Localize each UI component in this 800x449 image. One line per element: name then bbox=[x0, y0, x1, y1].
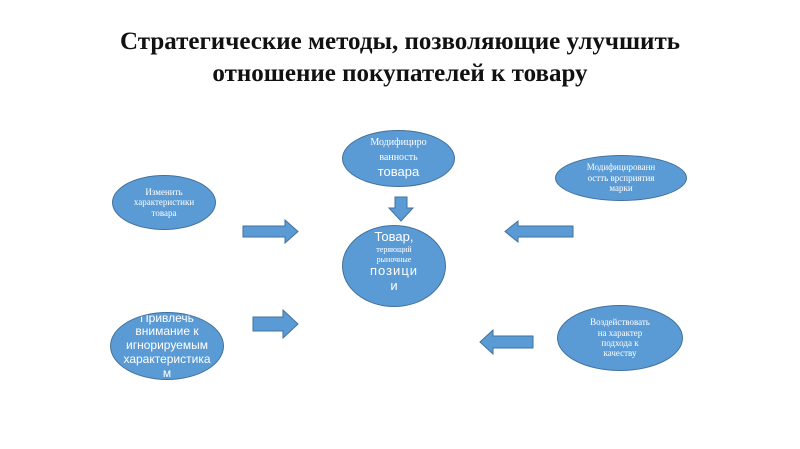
node-text: и bbox=[390, 277, 398, 293]
node-text: товара bbox=[377, 164, 420, 180]
node-text: подхода к bbox=[601, 338, 639, 348]
node-text: характеристики bbox=[133, 197, 195, 208]
node-text: товара bbox=[151, 207, 177, 218]
node-attract-attention: Привлечь внимание к игнорируемым характе… bbox=[110, 312, 224, 380]
node-text: марки bbox=[609, 183, 633, 194]
node-text: ванность bbox=[379, 151, 418, 163]
arrow-right-icon bbox=[252, 308, 299, 340]
node-text: внимание к bbox=[135, 324, 199, 339]
node-modify-brand-perception: Модифицированн остть врсприятия марки bbox=[555, 155, 687, 201]
node-quality-approach: Воздействовать на характер подхода к кач… bbox=[557, 305, 683, 371]
node-text: игнорируемым bbox=[126, 338, 208, 353]
node-text: рыночные bbox=[376, 254, 412, 264]
title-line-2: отношение покупателей к товару bbox=[212, 60, 588, 87]
node-text: на характер bbox=[597, 327, 643, 338]
node-text: Привлечь bbox=[140, 312, 194, 325]
node-text: Модифициро bbox=[370, 137, 427, 149]
node-text: Воздействовать bbox=[590, 317, 650, 328]
node-text: характеристика bbox=[123, 351, 211, 366]
node-text: позици bbox=[369, 262, 419, 278]
node-text: остть врсприятия bbox=[587, 172, 655, 183]
node-text: качеству bbox=[603, 348, 637, 359]
node-text: Товар, bbox=[374, 229, 414, 245]
arrow-left-icon bbox=[504, 219, 574, 244]
node-modify-product: Модифициро ванность товара bbox=[342, 130, 455, 187]
title-line-1: Стратегические методы, позволяющие улучш… bbox=[120, 28, 680, 55]
node-text: Модифицированн bbox=[586, 162, 656, 173]
arrow-left-icon bbox=[479, 328, 534, 356]
arrow-right-icon bbox=[242, 218, 299, 245]
node-change-characteristics: Изменить характеристики товара bbox=[112, 175, 216, 230]
arrow-down-icon bbox=[387, 196, 415, 222]
node-center-product: Товар, теряющий рыночные позици и bbox=[342, 225, 446, 307]
node-text: Изменить bbox=[145, 186, 183, 197]
node-text: теряющий bbox=[376, 245, 412, 255]
node-text: м bbox=[162, 365, 172, 380]
